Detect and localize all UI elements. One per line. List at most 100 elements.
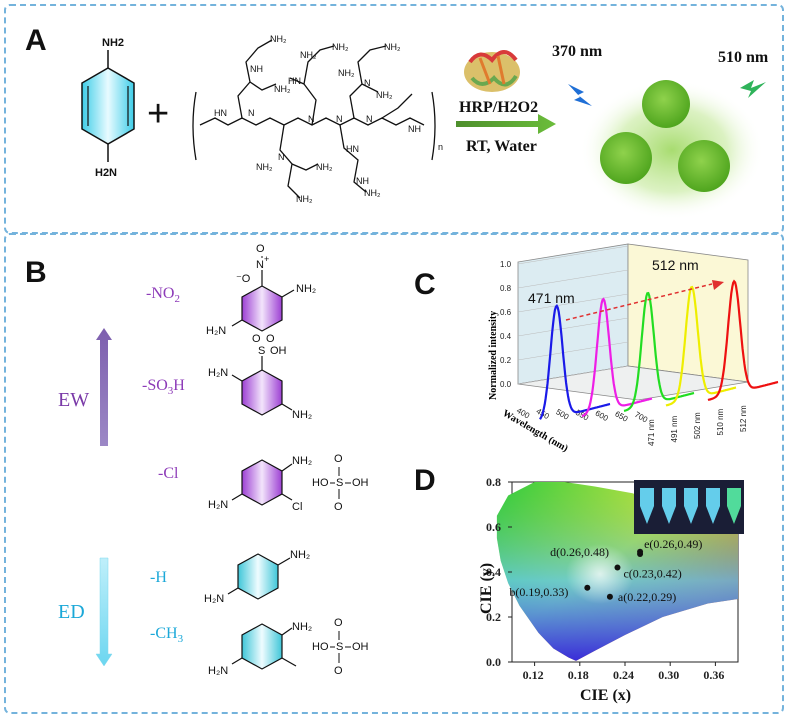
svg-text:NH₂: NH₂: [296, 194, 313, 204]
svg-text:Cl: Cl: [292, 501, 302, 513]
x-tick-label-d: 0.12: [523, 668, 544, 682]
y-tick-label-d: 0.6: [486, 520, 501, 534]
panel-c-label: C: [414, 268, 436, 301]
x-tick-label-c: 650: [613, 409, 630, 424]
depth-tick-label-c: 510 nm: [716, 408, 725, 435]
svg-text:NH₂: NH₂: [270, 34, 287, 44]
x-tick-label-d: 0.36: [703, 668, 724, 682]
grid-line-c: [517, 365, 629, 385]
svg-text:NH₂: NH₂: [300, 50, 317, 60]
y-tick-label-d: 0.0: [486, 655, 501, 669]
svg-text:H₂N: H₂N: [208, 665, 228, 677]
x-tick-label-c: 500: [554, 407, 571, 422]
uv-lightning-icon: [568, 84, 592, 106]
chart-d-xlabel: CIE (x): [580, 687, 632, 704]
chart-d-ylabel: CIE (y): [478, 562, 495, 614]
svg-text:OH: OH: [352, 641, 369, 653]
svg-text:NH₂: NH₂: [292, 409, 312, 421]
spectrum-curve-471: [539, 303, 611, 420]
svg-text:NH₂: NH₂: [274, 84, 291, 94]
x-tick-label-d: 0.24: [613, 668, 634, 682]
svg-text:NH₂: NH₂: [256, 162, 273, 172]
svg-text:NH₂: NH₂: [296, 283, 316, 295]
svg-text:HO: HO: [312, 641, 329, 653]
svg-text:S: S: [258, 345, 265, 357]
svg-text:H₂N: H₂N: [204, 593, 224, 605]
svg-text:H₂N: H₂N: [208, 499, 228, 511]
polymer-subscript: n: [438, 142, 443, 152]
svg-text:NH: NH: [356, 176, 369, 186]
spectrum-curve-512: [707, 279, 779, 402]
panel-b-label: B: [25, 256, 47, 289]
depth-tick-label-c: 502 nm: [693, 412, 702, 439]
svg-text:NH₂: NH₂: [376, 90, 393, 100]
svg-text:N: N: [366, 114, 373, 124]
molecule-pphenylenediamine: NH₂ H₂N: [204, 549, 310, 605]
svg-text:NH: NH: [250, 64, 263, 74]
ew-label: EW: [58, 389, 89, 411]
grid-line-c: [517, 293, 629, 313]
svg-text:N: N: [308, 114, 315, 124]
svg-text:N: N: [248, 108, 255, 118]
chart-c-ylabel: Normalized intensity: [488, 310, 499, 400]
svg-text:OH: OH: [352, 477, 369, 489]
svg-text:HN: HN: [288, 76, 301, 86]
depth-tick-label-c: 512 nm: [739, 405, 748, 432]
molecule-methyl: NH₂ H₂N O HO S OH O: [208, 617, 369, 677]
panel-a-label: A: [25, 24, 47, 57]
svg-text:NH₂: NH₂: [364, 188, 381, 198]
svg-text:NH₂: NH₂: [292, 455, 312, 467]
svg-text:NH₂: NH₂: [316, 162, 333, 172]
svg-text:N: N: [336, 114, 343, 124]
ed-label: ED: [58, 601, 85, 623]
excitation-label: 370 nm: [552, 43, 603, 60]
panel-a-scheme: NH2 H2N + NH₂ NH NH₂ NH₂ NH₂ HN NH₂ NH₂ …: [81, 34, 769, 220]
amine-top-label: NH2: [102, 37, 124, 49]
y-tick-label-c: 0.0: [500, 380, 512, 389]
peak-shift-arrowhead: [712, 280, 724, 290]
y-tick-label-c: 1.0: [500, 260, 512, 269]
depth-tick-label-c: 491 nm: [670, 415, 679, 442]
svg-text:S: S: [336, 641, 343, 653]
panel-d-label: D: [414, 464, 436, 497]
svg-text:O: O: [334, 617, 343, 629]
svg-text:OH: OH: [270, 345, 287, 357]
p-phenylenediamine: NH2 H2N: [81, 37, 135, 179]
molecule-sulfonic: S OH O O H₂N NH₂: [208, 333, 312, 421]
svg-text:O: O: [334, 501, 343, 513]
cie-point-e: [637, 548, 644, 555]
substituent-ch3: -CH3: [150, 625, 184, 645]
y-tick-label-c: 0.4: [500, 332, 512, 341]
y-tick-label-d: 0.4: [486, 565, 501, 579]
ew-arrow: [96, 328, 112, 446]
svg-text:O: O: [334, 665, 343, 677]
y-tick-label-c: 0.8: [500, 284, 512, 293]
cie-point-label-d: d(0.26,0.48): [550, 545, 609, 559]
pei-atom-labels: NH₂ NH NH₂ NH₂ NH₂ HN NH₂ NH₂ NH₂ N HN N…: [214, 34, 443, 204]
svg-text:NH₂: NH₂: [338, 68, 355, 78]
condition-top: HRP/H2O2: [459, 99, 538, 116]
green-lightning-icon: [740, 80, 766, 98]
condition-bottom: RT, Water: [466, 138, 537, 155]
svg-text:O: O: [252, 333, 261, 345]
cie-point-label-c: c(0.23,0.42): [623, 567, 681, 581]
y-tick-label-d: 0.8: [486, 475, 501, 489]
panel-b-scheme: EW ED -NO2 -SO3H -Cl -H -CH3 N + ⁻O O NH…: [58, 243, 369, 677]
svg-text:HN: HN: [214, 108, 227, 118]
svg-text:HN: HN: [346, 144, 359, 154]
panel-bcd-frame: [4, 233, 784, 714]
cie-point-b: [584, 584, 591, 591]
svg-text:NH₂: NH₂: [384, 42, 401, 52]
spectrum-curve-491: [581, 297, 653, 418]
reaction-arrow: [456, 114, 556, 134]
spectrum-curve-510: [665, 285, 737, 407]
emission-label: 510 nm: [718, 49, 769, 66]
depth-tick-label-c: 471 nm: [647, 419, 656, 446]
svg-text:N: N: [256, 259, 264, 271]
molecule-nitro: N + ⁻O O NH₂ H₂N: [206, 243, 316, 337]
chart-c-annotation-start: 471 nm: [528, 290, 575, 306]
pei-polymer: [192, 39, 436, 199]
cie-point-label-b: b(0.19,0.33): [509, 585, 568, 599]
y-tick-label-c: 0.6: [500, 308, 512, 317]
